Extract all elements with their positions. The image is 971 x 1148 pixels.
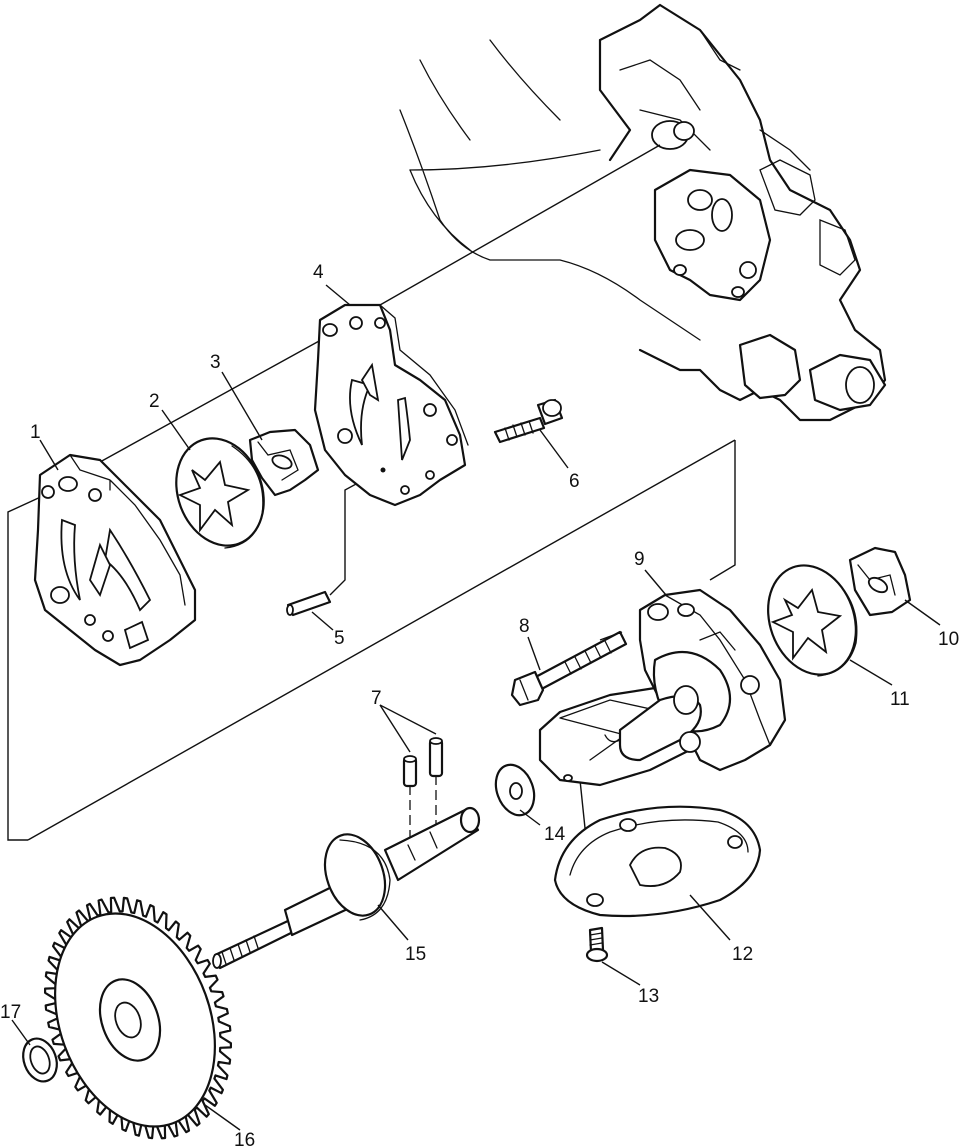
inner-rotor-part-10 bbox=[848, 546, 912, 617]
callout-15: 15 bbox=[405, 944, 426, 965]
callout-8: 8 bbox=[519, 616, 530, 637]
crankcase-housing bbox=[399, 3, 887, 422]
callout-6: 6 bbox=[569, 471, 580, 492]
callout-4: 4 bbox=[313, 262, 324, 283]
callout-13: 13 bbox=[638, 986, 659, 1007]
callout-16: 16 bbox=[234, 1130, 255, 1148]
callout-14: 14 bbox=[544, 824, 566, 845]
cover-plate-part-12 bbox=[553, 805, 762, 918]
shaft-part-15 bbox=[212, 806, 481, 970]
washer-part-14 bbox=[494, 763, 536, 817]
pump-housing-part-9 bbox=[538, 588, 787, 787]
pump-plate-part-4 bbox=[313, 303, 469, 507]
callout-7: 7 bbox=[371, 688, 382, 709]
dowel-pin-part-5 bbox=[286, 590, 332, 617]
callout-17: 17 bbox=[0, 1002, 21, 1023]
long-bolt-part-8 bbox=[510, 630, 628, 707]
callout-5: 5 bbox=[334, 628, 345, 649]
callout-1: 1 bbox=[30, 422, 41, 443]
callout-10: 10 bbox=[938, 629, 959, 650]
pump-body-part-1 bbox=[33, 453, 197, 667]
bolt-part-6 bbox=[493, 398, 564, 444]
callout-2: 2 bbox=[149, 391, 160, 412]
snap-ring-part-17 bbox=[22, 1037, 58, 1083]
callout-leaders bbox=[11, 284, 941, 1131]
drive-gear-part-16 bbox=[44, 896, 232, 1140]
callout-3: 3 bbox=[210, 352, 221, 373]
callout-12: 12 bbox=[732, 944, 753, 965]
callout-labels: 1 2 3 4 5 6 7 8 9 10 11 12 13 14 15 16 1… bbox=[0, 262, 959, 1148]
pins-part-7 bbox=[402, 737, 444, 788]
callout-11: 11 bbox=[890, 689, 910, 710]
callout-9: 9 bbox=[634, 549, 645, 570]
outer-rotor-part-2 bbox=[175, 437, 265, 549]
screw-part-13 bbox=[585, 926, 609, 963]
inner-rotor-part-3 bbox=[248, 428, 320, 497]
outer-rotor-part-11 bbox=[767, 564, 858, 677]
